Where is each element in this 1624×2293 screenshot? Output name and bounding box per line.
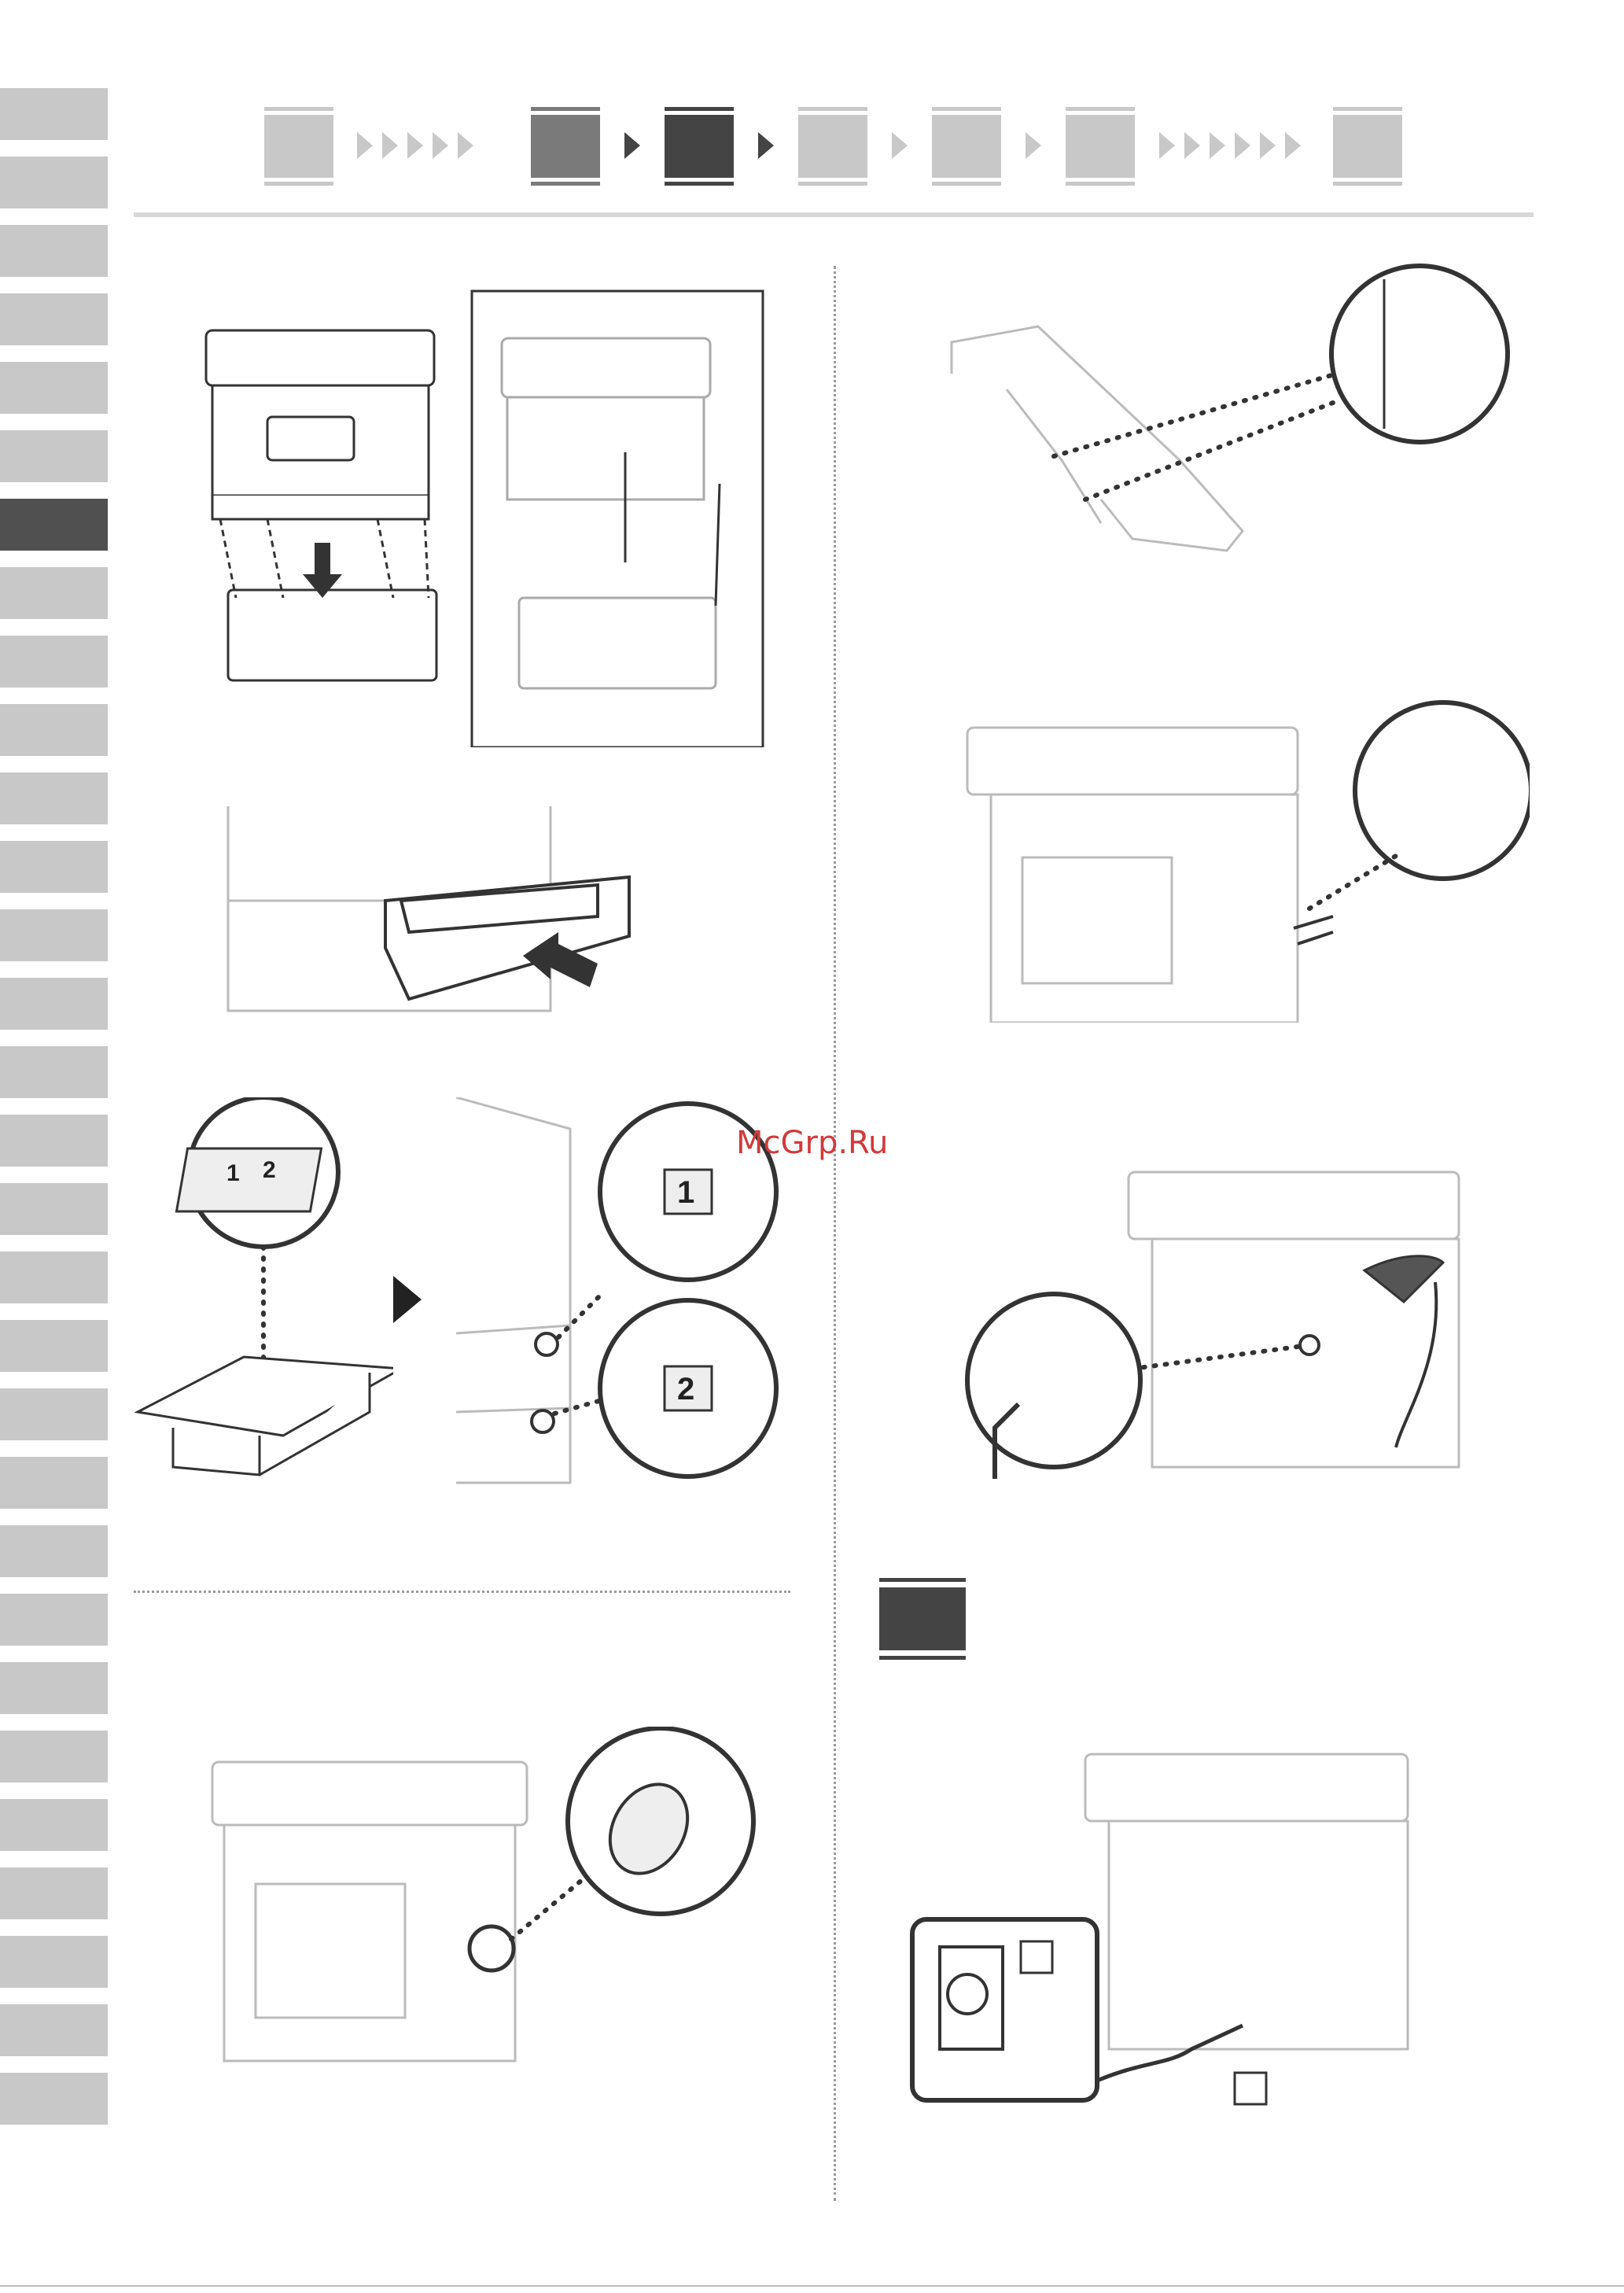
column-divider	[834, 266, 836, 2201]
remove-cover-cap-illustration	[208, 1727, 759, 2069]
side-tab	[0, 1046, 108, 1098]
tray-label-1-text: 1	[677, 1175, 694, 1211]
side-tab	[0, 499, 108, 551]
side-tab	[0, 1388, 108, 1440]
side-tab	[0, 430, 108, 482]
side-tab	[0, 1320, 108, 1372]
step-arrow-icon	[624, 132, 640, 159]
step-arrow-icon	[1285, 132, 1301, 159]
side-tab	[0, 362, 108, 414]
side-tab	[0, 1525, 108, 1577]
step-1	[264, 107, 333, 186]
label-sheet-1: 1	[226, 1160, 240, 1187]
side-tab	[0, 1867, 108, 1919]
tray-label-2: 2	[672, 1369, 704, 1408]
insert-paper-drawer-illustration	[220, 806, 637, 1030]
side-tab	[0, 1252, 108, 1303]
side-tab	[0, 978, 108, 1030]
side-tab	[0, 1183, 108, 1235]
step-arrow-icon	[458, 132, 473, 159]
next-arrow-icon	[393, 1276, 425, 1323]
side-tab	[0, 704, 108, 756]
step-arrow-icon	[758, 132, 774, 159]
connect-power-cord-illustration	[908, 1750, 1475, 2112]
side-tab-index	[0, 88, 108, 2141]
step-arrow-icon	[1260, 132, 1276, 159]
step-7	[1333, 107, 1402, 186]
side-tab	[0, 2004, 108, 2056]
side-tab	[0, 1936, 108, 1988]
side-tab	[0, 225, 108, 277]
step-arrow-icon	[433, 132, 448, 159]
step-4	[798, 107, 867, 186]
attach-handset-holder-illustration	[963, 692, 1530, 1023]
step-arrow-icon	[1184, 132, 1200, 159]
step-2	[531, 107, 600, 186]
tray-label-2-text: 2	[677, 1372, 694, 1407]
checkbox-printer-step	[1235, 2073, 1266, 2104]
printer-feeder-install-illustration	[189, 283, 771, 747]
checkbox-socket-step	[1021, 1941, 1052, 1973]
side-tab	[0, 293, 108, 345]
side-tab	[0, 1457, 108, 1509]
side-tab	[0, 636, 108, 688]
side-tab	[0, 1799, 108, 1851]
side-tab	[0, 1731, 108, 1782]
step-arrow-icon	[1026, 132, 1041, 159]
side-tab	[0, 88, 108, 140]
watermark: McGrp.Ru	[736, 1125, 888, 1161]
side-tab	[0, 1115, 108, 1167]
header-rule	[134, 212, 1534, 217]
side-tab	[0, 909, 108, 961]
step-6	[1066, 107, 1135, 186]
connect-telephone-line-illustration	[963, 1164, 1530, 1495]
step-arrow-icon	[1159, 132, 1175, 159]
side-tab	[0, 841, 108, 893]
section-divider	[134, 1591, 790, 1593]
step-arrow-icon	[892, 132, 908, 159]
power-step-marker	[879, 1578, 966, 1660]
step-arrow-icon	[1235, 132, 1250, 159]
tray-label-1: 1	[672, 1172, 704, 1211]
label-sheet-numbers: 1 2	[209, 1152, 296, 1207]
side-tab	[0, 772, 108, 824]
side-tab	[0, 157, 108, 208]
side-tab	[0, 1594, 108, 1646]
handset-holder-screws-illustration	[944, 264, 1510, 562]
label-sheet-2: 2	[263, 1157, 276, 1184]
step-5	[932, 107, 1001, 186]
step-arrow-icon	[407, 132, 423, 159]
step-arrow-icon	[357, 132, 373, 159]
side-tab	[0, 567, 108, 619]
step-arrow-icon	[382, 132, 398, 159]
step-3-current	[665, 107, 734, 186]
step-arrow-icon	[1210, 132, 1225, 159]
progress-steps	[264, 107, 1405, 186]
footer-rule	[0, 2285, 1624, 2287]
side-tab	[0, 2073, 108, 2125]
side-tab	[0, 1662, 108, 1714]
